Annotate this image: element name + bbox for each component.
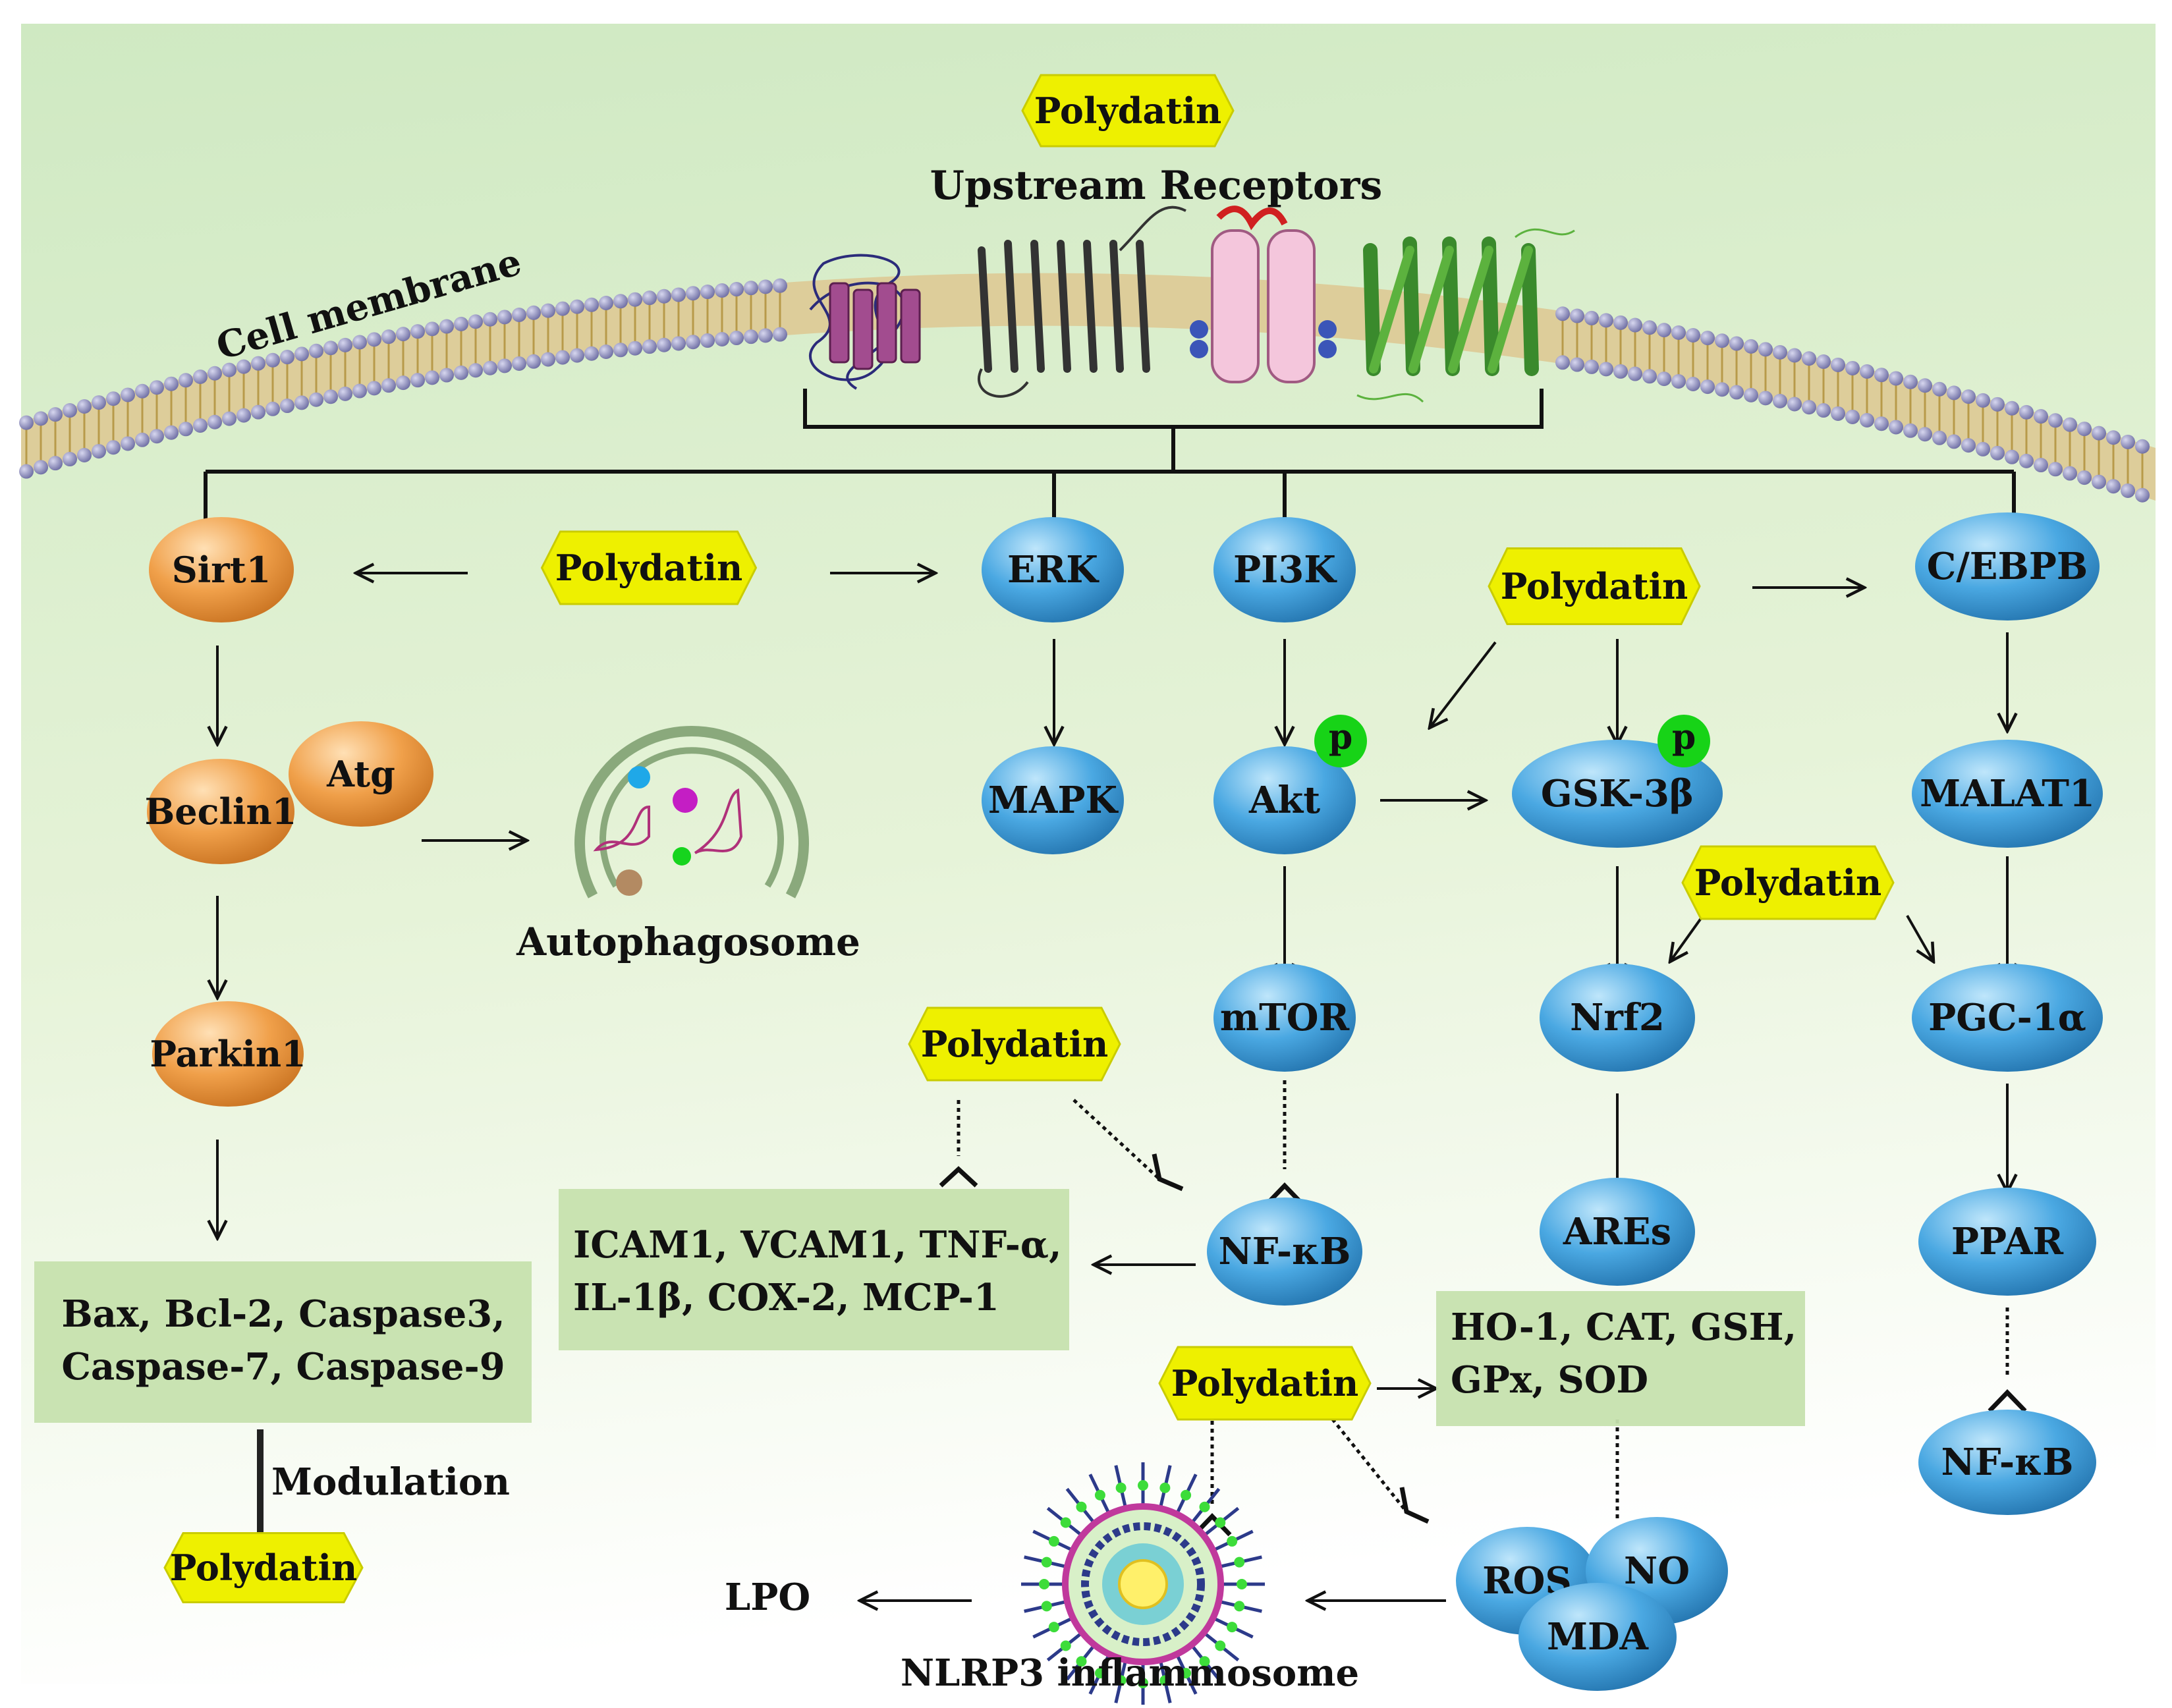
polydatin-label: Polydatin — [170, 1547, 358, 1589]
phosphorylation-badge: p — [1314, 715, 1367, 767]
lpo-label: LPO — [725, 1576, 810, 1619]
node-label: PPAR — [1951, 1220, 2064, 1263]
polydatin-label: Polydatin — [921, 1023, 1109, 1065]
polydatin-label: Polydatin — [1171, 1362, 1359, 1404]
node-mtor: mTOR — [1213, 964, 1356, 1072]
node-label: GSK-3β — [1541, 772, 1694, 815]
phospho-label: p — [1329, 717, 1352, 758]
polydatin-badge: Polydatin — [1021, 74, 1235, 148]
autophagosome-icon — [574, 726, 809, 898]
apoptosis-box-text: Bax, Bcl-2, Caspase3, — [61, 1292, 505, 1336]
receptor-bracket — [204, 389, 2016, 520]
node-nfkb2: NF-κB — [1918, 1410, 2096, 1515]
autophagosome-label: Autophagosome — [516, 920, 860, 964]
node-label: MAPK — [988, 779, 1119, 822]
polydatin-label: Polydatin — [1034, 90, 1222, 132]
node-label: C/EBPB — [1927, 545, 2088, 588]
polydatin-badge: Polydatin — [1681, 845, 1895, 920]
node-pi3k: PI3K — [1213, 517, 1356, 622]
polydatin-badge: Polydatin — [163, 1532, 364, 1603]
node-nrf2: Nrf2 — [1540, 964, 1695, 1072]
antioxidant-box-text: HO-1, CAT, GSH, — [1451, 1306, 1796, 1349]
upstream-receptors-label: Upstream Receptors — [930, 163, 1383, 209]
apoptosis-box — [34, 1261, 532, 1423]
inflammation-box — [559, 1189, 1069, 1350]
node-label: Atg — [326, 753, 395, 795]
node-erk: ERK — [982, 517, 1124, 622]
node-nfkb: NF-κB — [1207, 1198, 1362, 1306]
antioxidant-box-text: GPx, SOD — [1451, 1358, 1648, 1402]
node-label: NF-κB — [1219, 1230, 1351, 1273]
node-gsk3b: GSK-3β — [1512, 740, 1723, 848]
node-pgc1a: PGC-1α — [1912, 964, 2103, 1072]
polydatin-badge: Polydatin — [908, 1006, 1121, 1082]
polydatin-label: Polydatin — [1694, 862, 1882, 904]
node-mapk: MAPK — [982, 746, 1124, 854]
polydatin-badge: Polydatin — [1488, 547, 1701, 625]
node-label: mTOR — [1220, 996, 1350, 1039]
activation-arrows — [217, 573, 2007, 1601]
inflammation-box-text: IL-1β, COX-2, MCP-1 — [573, 1276, 999, 1319]
polydatin-label: Polydatin — [555, 547, 743, 589]
node-sirt1: Sirt1 — [149, 517, 294, 622]
node-label: NF-κB — [1941, 1441, 2074, 1484]
nlrp3-label: NLRP3 inflammosome — [901, 1651, 1359, 1695]
receptor-channel-icon — [809, 254, 921, 390]
cell-membrane — [19, 273, 2156, 503]
polydatin-badge: Polydatin — [1158, 1346, 1372, 1421]
node-label: NO — [1624, 1549, 1690, 1593]
node-akt: Akt — [1213, 746, 1356, 854]
node-label: Nrf2 — [1570, 996, 1665, 1039]
node-label: ERK — [1007, 548, 1100, 592]
node-label: Sirt1 — [172, 549, 271, 591]
node-label: MDA — [1547, 1615, 1650, 1659]
antioxidant-box — [1436, 1291, 1805, 1426]
node-ppar: PPAR — [1918, 1188, 2096, 1296]
node-parkin1: Parkin1 — [150, 1001, 306, 1107]
gpcr-receptor-icon — [978, 206, 1186, 398]
polydatin-label: Polydatin — [1501, 565, 1688, 607]
phosphorylation-badge: p — [1657, 715, 1710, 767]
node-label: PGC-1α — [1928, 996, 2086, 1039]
tyrosine-kinase-receptor-icon — [1190, 206, 1337, 383]
node-label: MALAT1 — [1920, 772, 2095, 815]
node-label: Parkin1 — [150, 1033, 306, 1075]
node-mda: MDA — [1518, 1583, 1677, 1691]
node-label: AREs — [1563, 1210, 1671, 1253]
phospho-label: p — [1672, 717, 1696, 758]
node-atg: Atg — [289, 721, 433, 827]
node-malat1: MALAT1 — [1912, 740, 2103, 848]
node-cebpb: C/EBPB — [1915, 512, 2100, 620]
inflammation-box-text: ICAM1, VCAM1, TNF-α, — [573, 1223, 1062, 1267]
node-label: Akt — [1248, 779, 1320, 822]
apoptosis-box-text: Caspase-7, Caspase-9 — [61, 1345, 505, 1389]
nlrp3-inflammasome-icon — [1021, 1462, 1265, 1706]
node-beclin1: Beclin1 — [145, 759, 297, 864]
polydatin-badge: Polydatin — [540, 530, 758, 605]
transporter-receptor-icon — [1356, 229, 1575, 403]
node-ares: AREs — [1540, 1178, 1695, 1286]
modulation-label: Modulation — [271, 1460, 510, 1504]
node-label: Beclin1 — [145, 790, 297, 833]
node-label: PI3K — [1233, 548, 1337, 592]
